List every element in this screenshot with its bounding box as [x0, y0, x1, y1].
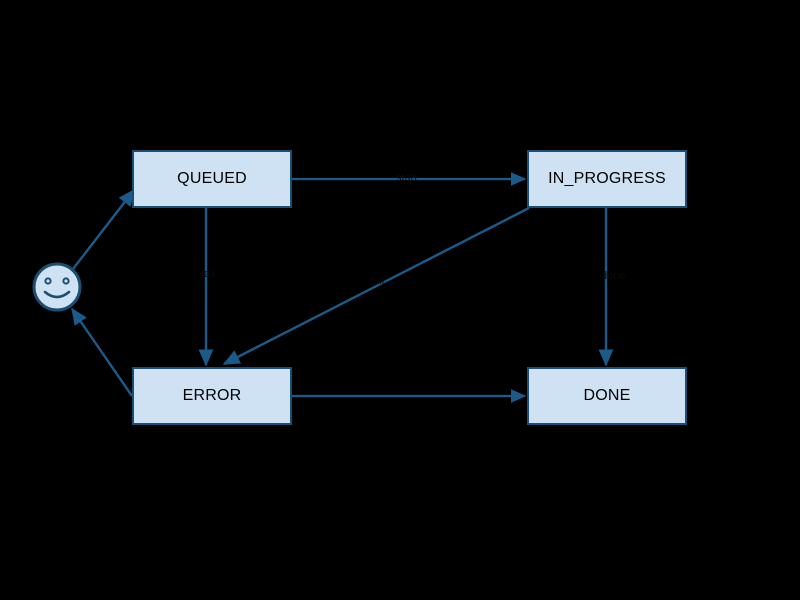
smiley-eye-left-icon	[44, 277, 52, 285]
state-label-queued: QUEUED	[177, 170, 247, 187]
start-node[interactable]	[32, 262, 82, 312]
smiley-eye-right-icon	[62, 277, 70, 285]
edge-inprogress-to-error	[222, 206, 530, 366]
state-label-error: ERROR	[182, 387, 242, 404]
state-label-in-progress: IN_PROGRESS	[548, 170, 666, 187]
edge-error-to-start	[71, 307, 133, 397]
state-node-in-progress[interactable]: IN_PROGRESS	[527, 150, 687, 208]
edge-start-to-queued	[72, 188, 135, 270]
smiley-mouth-icon	[43, 290, 71, 299]
state-node-done[interactable]: DONE	[527, 367, 687, 425]
smiley-face-icon	[32, 262, 82, 312]
state-node-error[interactable]: ERROR	[132, 367, 292, 425]
state-node-queued[interactable]: QUEUED	[132, 150, 292, 208]
state-label-done: DONE	[583, 387, 631, 404]
